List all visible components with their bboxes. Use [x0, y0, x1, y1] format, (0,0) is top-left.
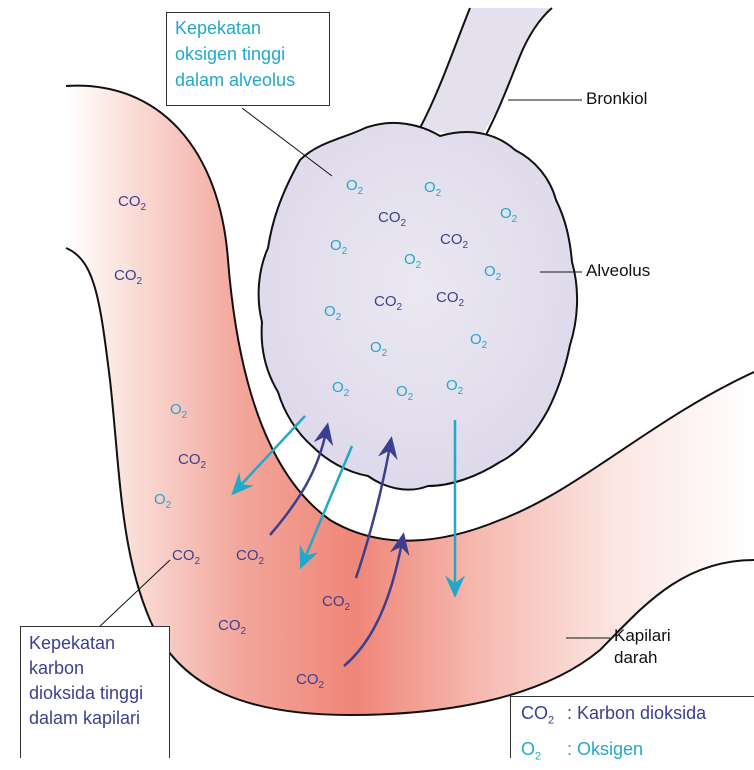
high-carbon-dioxide-note: Kepekatan karbon dioksida tinggi dalam k… — [20, 626, 170, 758]
leader-oxygen-box — [242, 108, 332, 176]
legend-o2-symbol: O2 — [521, 735, 567, 770]
note-line: Kepekatan — [29, 631, 161, 656]
legend-o2-text: : Oksigen — [567, 739, 643, 759]
bronchiole — [420, 8, 552, 140]
alveolus-label: Alveolus — [586, 261, 650, 281]
legend-o2-row: O2: Oksigen — [521, 735, 744, 770]
kapilari-label-line2: darah — [614, 648, 657, 668]
note-line: Kepekatan — [175, 15, 321, 41]
high-oxygen-note: Kepekatan oksigen tinggi dalam alveolus — [166, 12, 330, 106]
note-line: dalam kapilari — [29, 706, 161, 731]
legend-co2-row: CO2: Karbon dioksida — [521, 699, 744, 735]
note-line: dioksida tinggi — [29, 681, 161, 706]
legend-co2-symbol: CO2 — [521, 699, 567, 735]
legend: CO2: Karbon dioksida O2: Oksigen — [510, 696, 754, 758]
legend-co2-text: : Karbon dioksida — [567, 703, 706, 723]
alveolus-sac — [259, 123, 577, 490]
bronkiol-label: Bronkiol — [586, 89, 647, 109]
note-line: karbon — [29, 656, 161, 681]
note-line: dalam alveolus — [175, 67, 321, 93]
note-line: oksigen tinggi — [175, 41, 321, 67]
kapilari-label-line1: Kapilari — [614, 626, 671, 646]
